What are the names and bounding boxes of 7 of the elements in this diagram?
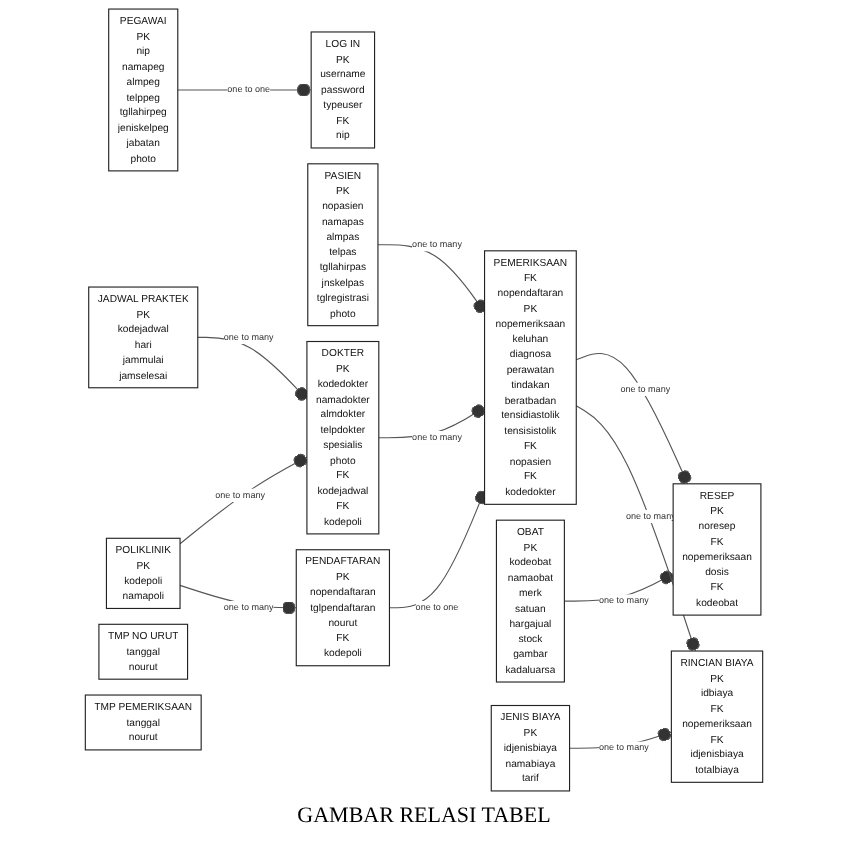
connector (377, 244, 488, 314)
connector (388, 490, 489, 609)
connector (575, 352, 692, 485)
connector (179, 453, 308, 545)
connector (179, 584, 297, 615)
caption: GAMBAR RELASI TABEL (297, 804, 551, 828)
connector (177, 83, 312, 97)
